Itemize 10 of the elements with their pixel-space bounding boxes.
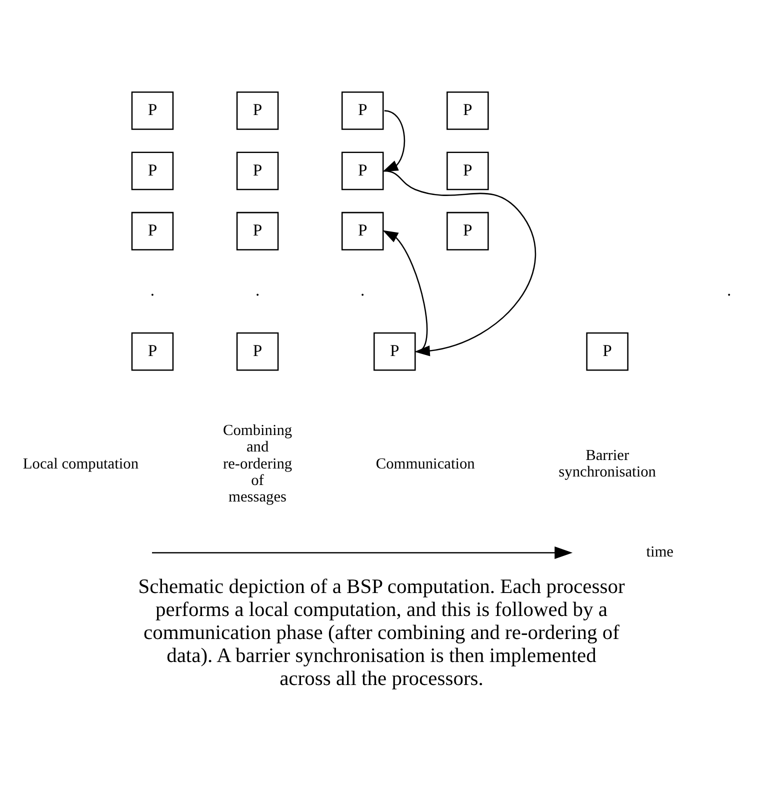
label: Local computation bbox=[22, 455, 139, 472]
caption: Schematic depiction of a BSP computation. Each processor performs a local computation, and this is followed by a communication phase (after combining and re-ordering of data). A barrier synchronisation is then implemented across all the processors. bbox=[138, 576, 625, 690]
label: . bbox=[255, 280, 260, 300]
label: Communication bbox=[376, 455, 475, 472]
label: time bbox=[646, 544, 674, 561]
label: . bbox=[726, 280, 732, 300]
label: Combining and re-ordering of messages bbox=[222, 422, 292, 506]
label: Barrier synchronisation bbox=[558, 446, 656, 481]
label: . bbox=[150, 280, 155, 300]
label: . bbox=[360, 280, 365, 300]
